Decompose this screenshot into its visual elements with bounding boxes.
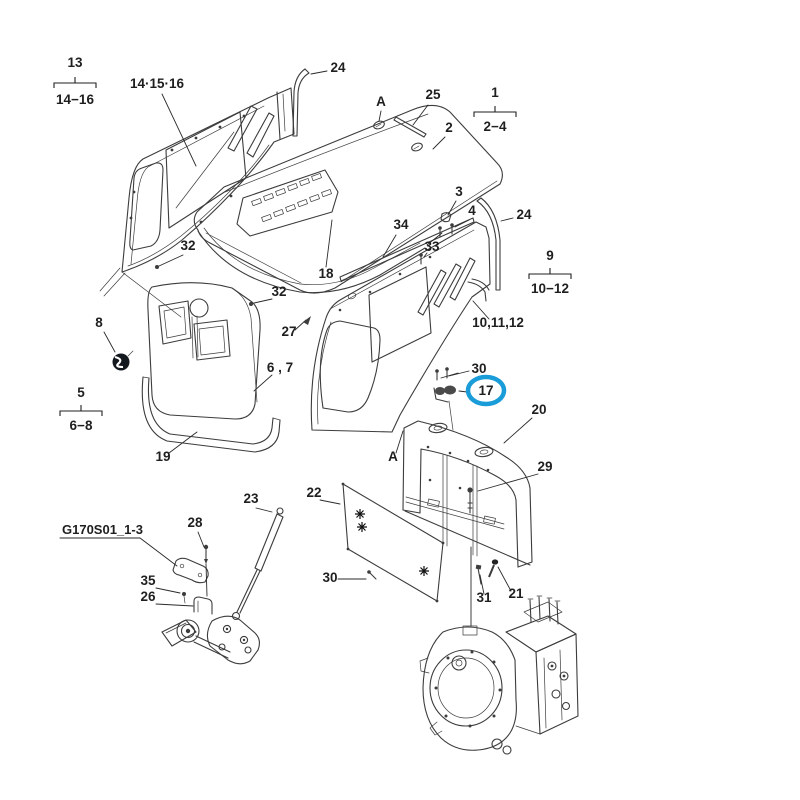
- hood-louver-panel-drawing: [197, 169, 426, 294]
- part-label: 24: [516, 207, 532, 222]
- part-label: 31: [476, 590, 492, 605]
- group-bracket: [473, 106, 517, 117]
- group-label-range: 6−8: [70, 418, 93, 433]
- part-label: 34: [393, 217, 409, 232]
- part-label: 18: [318, 266, 334, 281]
- rear-side-panel-drawing: [99, 68, 310, 318]
- highlight-ring[interactable]: [465, 374, 507, 407]
- group-label-top: 5: [77, 385, 85, 400]
- group-label-range: 10−12: [531, 281, 569, 296]
- part-label: 6 , 7: [267, 360, 293, 375]
- group-bracket: [59, 405, 103, 416]
- group-label-top: 9: [546, 248, 554, 263]
- group-bracket: [528, 268, 572, 279]
- highlighted-part-label[interactable]: 17: [478, 383, 493, 398]
- part-label: 23: [243, 491, 259, 506]
- hood-latch-drawing: [433, 367, 456, 431]
- note-star-marks: [355, 509, 429, 576]
- group-label-top: 13: [67, 55, 83, 70]
- part-label: 32: [180, 238, 195, 253]
- support-frame-drawing: [402, 420, 533, 568]
- part-label: 28: [187, 515, 203, 530]
- part-label: 30: [322, 570, 337, 585]
- part-label: 22: [306, 485, 321, 500]
- side-cover-panel-drawing: [341, 482, 499, 603]
- group-label-range: 2−4: [484, 119, 507, 134]
- group-label-top: 1: [491, 85, 499, 100]
- part-label: 29: [537, 459, 552, 474]
- right-side-panel-drawing: [310, 197, 501, 433]
- part-label: 33: [424, 239, 440, 254]
- part-label: 4: [468, 203, 476, 218]
- group-bracket: [53, 77, 97, 88]
- part-label: 19: [155, 449, 170, 464]
- part-code-label: G170S01_1-3: [62, 522, 143, 537]
- hood-top-drawing: [193, 104, 503, 294]
- leader-lines: [59, 70, 539, 627]
- part-label: 24: [330, 60, 346, 75]
- part-label: 32: [271, 284, 286, 299]
- part-label: A: [388, 449, 398, 464]
- part-label: 35: [140, 573, 156, 588]
- part-label: 8: [95, 315, 103, 330]
- part-label: A: [376, 94, 386, 109]
- part-label: 3: [455, 184, 463, 199]
- part-label: 30: [471, 361, 486, 376]
- part-label: 26: [140, 589, 156, 604]
- part-label: 2: [445, 120, 453, 135]
- part-label: 21: [508, 586, 524, 601]
- part-label: 27: [281, 324, 296, 339]
- part-label: 14·15·16: [130, 76, 185, 91]
- hinge-assembly-drawing: [161, 507, 284, 665]
- part-label: 20: [531, 402, 546, 417]
- part-label: 25: [425, 87, 441, 102]
- front-grille-drawing: [112, 282, 281, 453]
- group-label-range: 14−16: [56, 92, 94, 107]
- part-label: 10,11,12: [472, 315, 524, 330]
- transmission-housing-drawing: [419, 595, 579, 755]
